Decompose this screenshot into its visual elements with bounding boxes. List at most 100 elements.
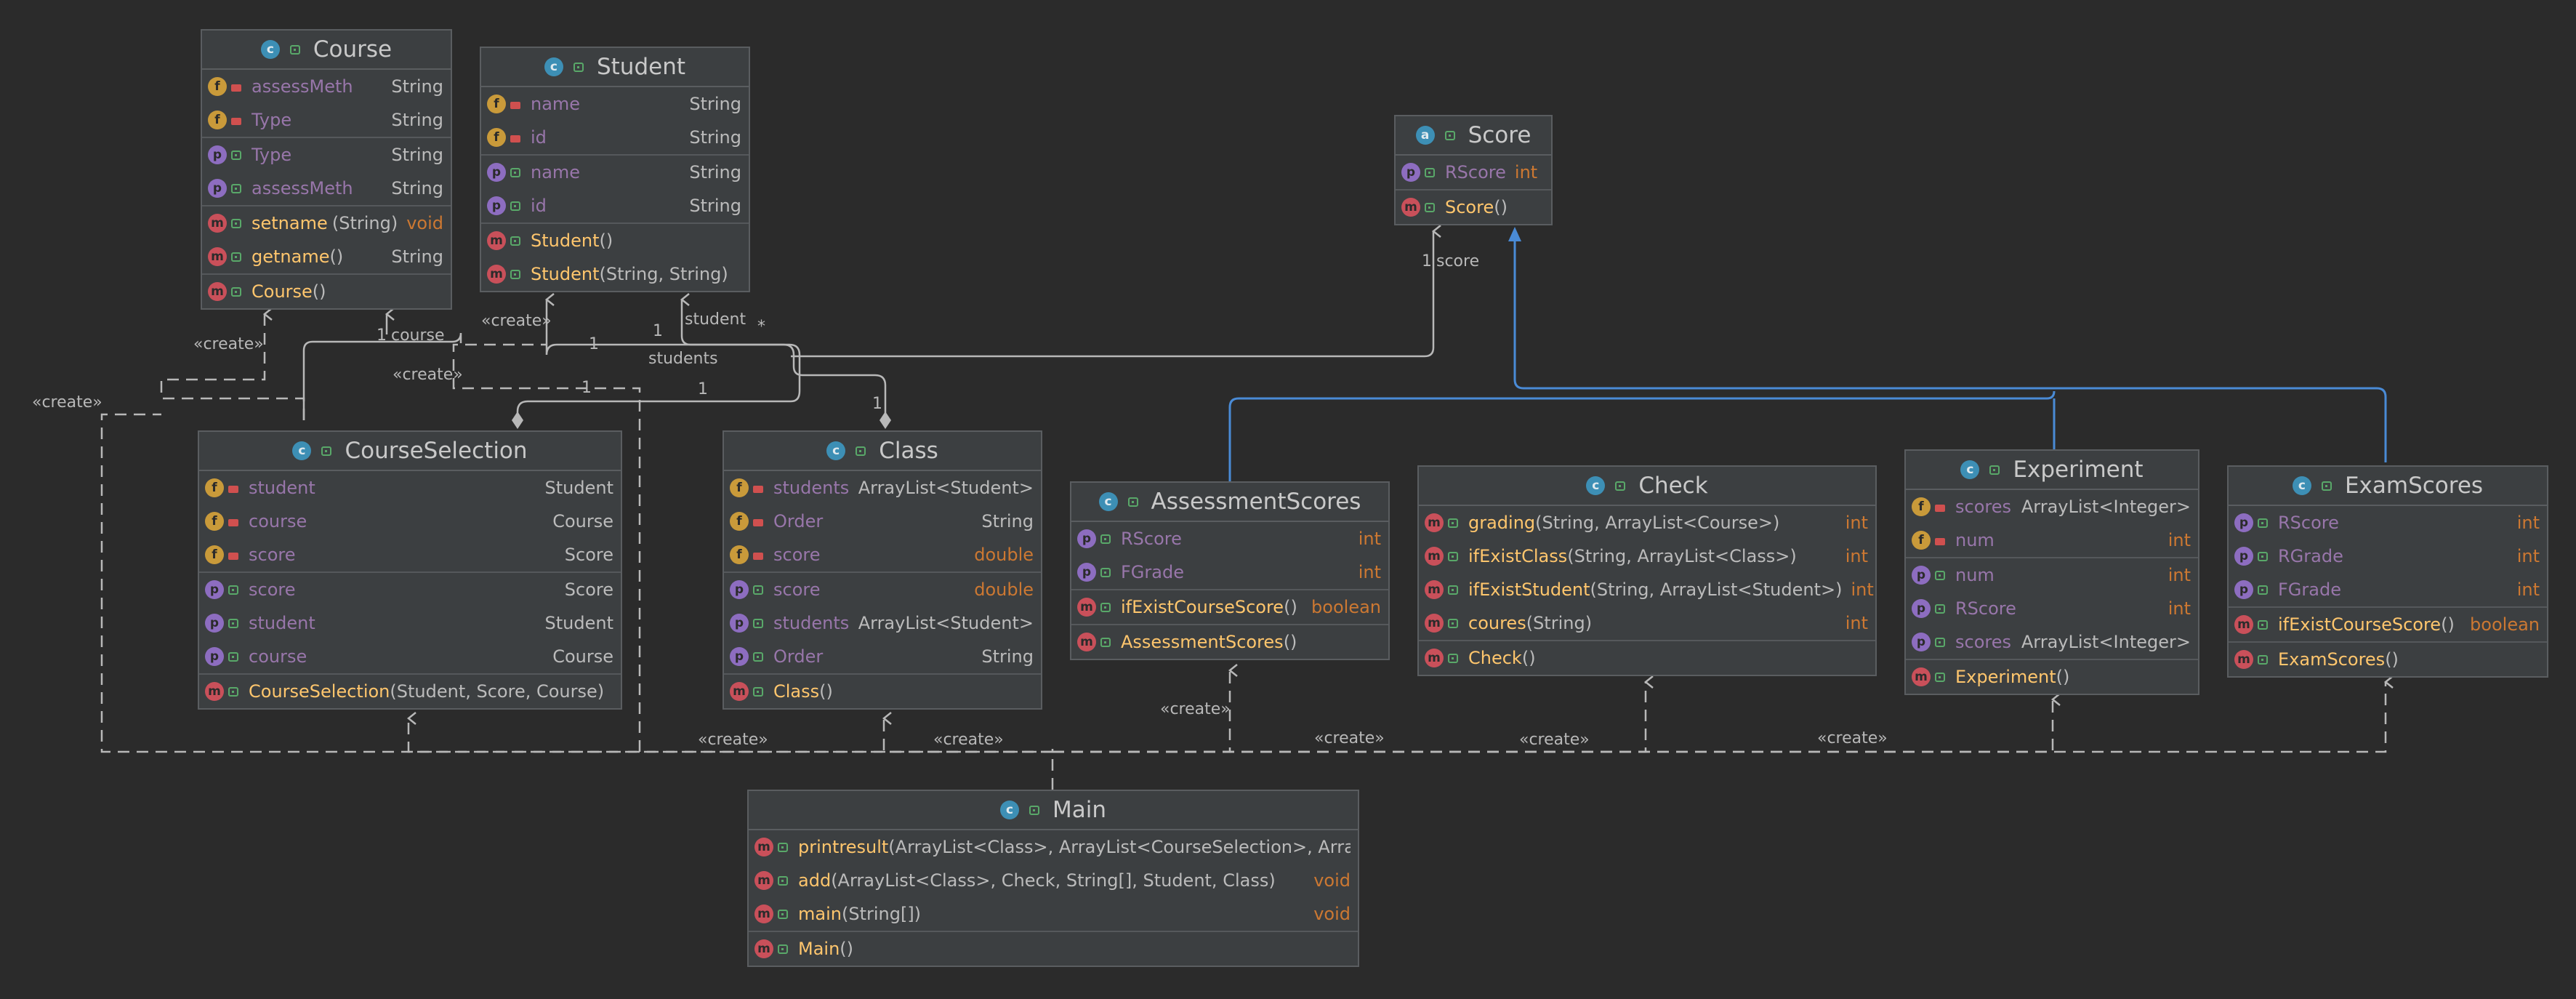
private-lock-icon (228, 519, 238, 526)
property-icon: p (205, 580, 224, 599)
label-create-top: «create» (393, 366, 463, 384)
method-params: () (599, 230, 613, 251)
property-name: RScore (1445, 162, 1506, 182)
property-icon: p (487, 196, 506, 215)
property-type: int (2516, 546, 2540, 566)
method-return-type: int (1845, 613, 1868, 633)
method-return-type: int (1845, 546, 1868, 566)
property-icon: p (730, 647, 749, 666)
property-icon: p (208, 179, 227, 198)
method-icon: m (208, 282, 227, 301)
property-type: String (981, 646, 1034, 667)
method-params: (String, ArrayList<Student>) (1590, 579, 1843, 600)
method-params: (String, ArrayList<Course>) (1535, 513, 1780, 533)
method-params: (String, ArrayList<Class>) (1567, 546, 1797, 566)
field-type: Course (552, 511, 613, 531)
property-type: Course (552, 646, 613, 667)
method-icon: m (1425, 513, 1444, 532)
method-params: () (2441, 614, 2455, 635)
method-return-type: int (1851, 579, 1874, 600)
field-type: ArrayList<Integer> (2021, 497, 2191, 517)
class-header: c CourseSelection (199, 432, 621, 471)
property-icon: p (1912, 599, 1931, 618)
field-type: int (2168, 530, 2191, 550)
method-return-type: boolean (1311, 597, 1381, 617)
field-icon: f (487, 128, 506, 147)
method-params: () (312, 281, 326, 302)
public-visibility-icon (2258, 619, 2268, 630)
private-lock-icon (231, 84, 241, 92)
composition-diamond-class (880, 412, 891, 429)
class-title: ExamScores (2344, 473, 2484, 499)
assoc-courseselection-course (302, 332, 462, 420)
class-header: c Student (481, 48, 749, 87)
property-name: RScore (1121, 529, 1182, 549)
class-title: CourseSelection (345, 438, 528, 464)
